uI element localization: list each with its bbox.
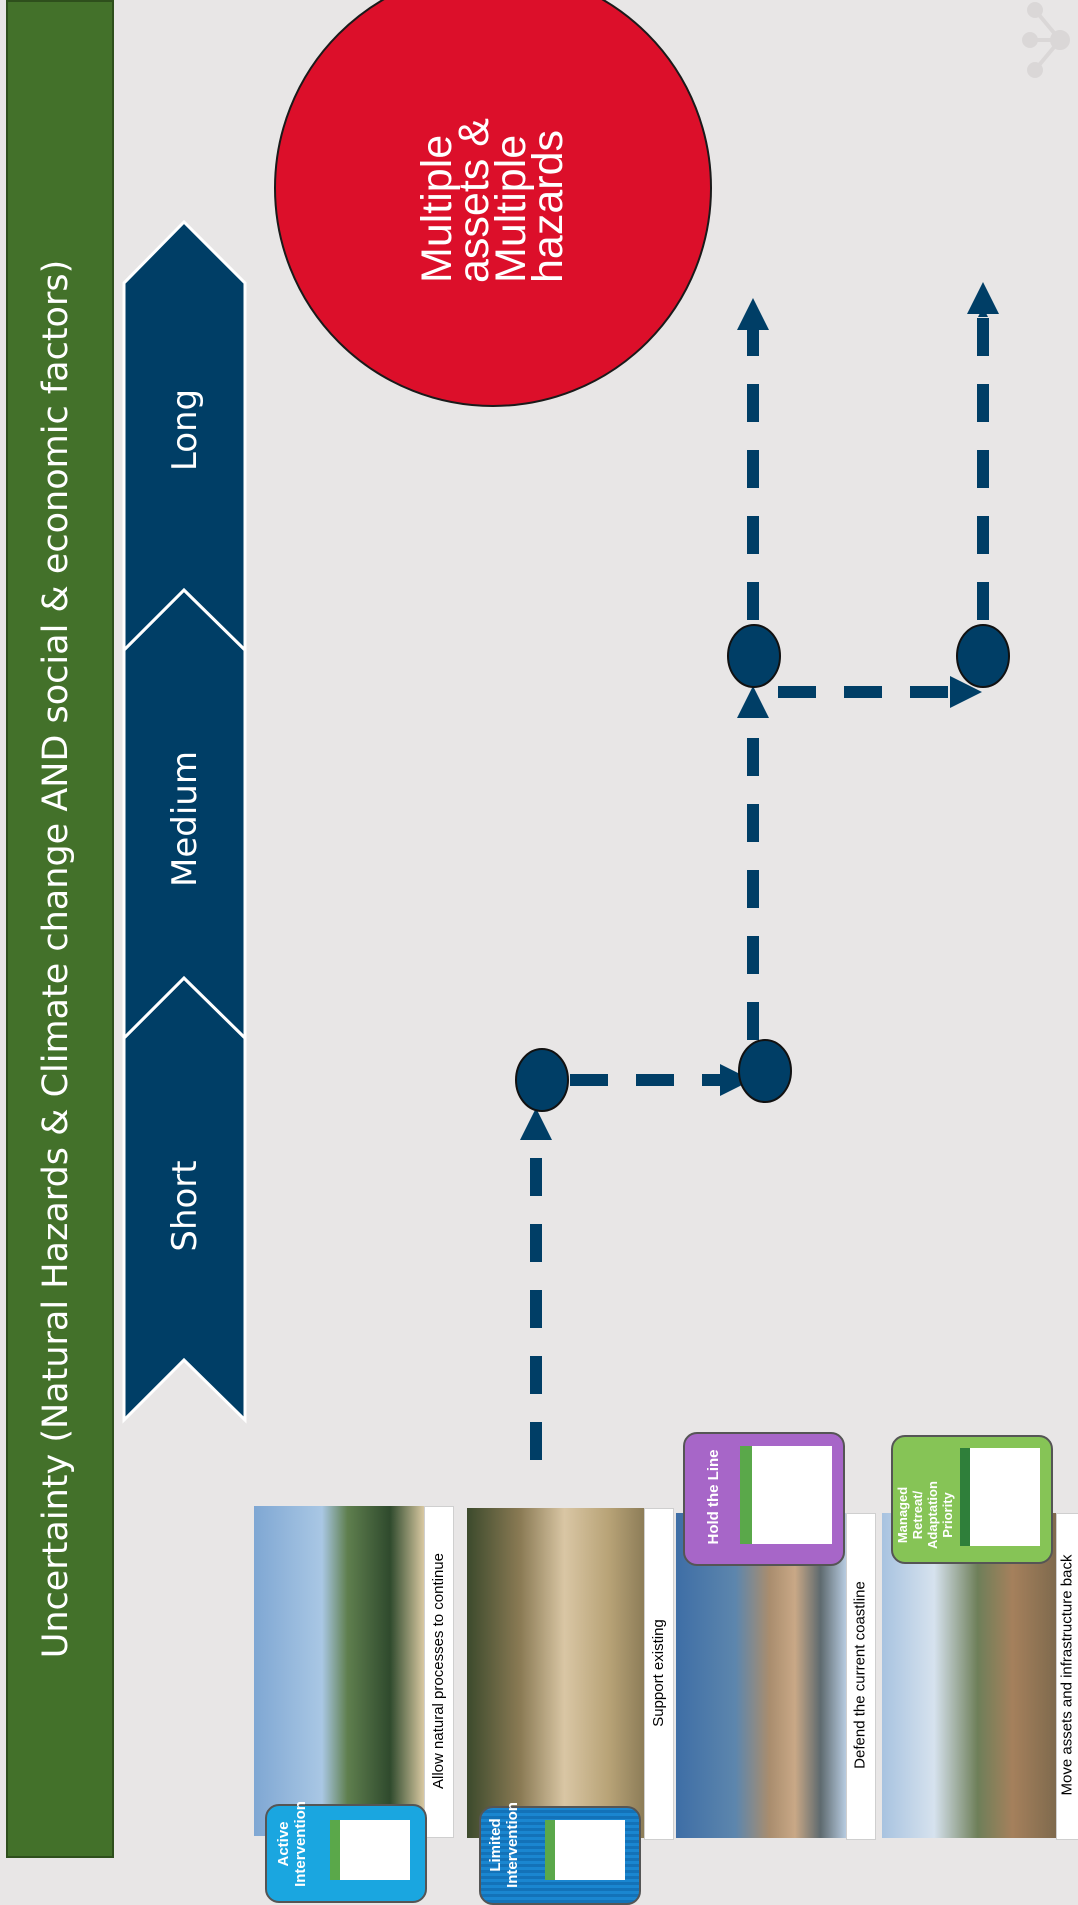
corner-ornament-icon: [1024, 4, 1068, 76]
house-icon: [960, 1448, 1040, 1546]
timeline-label-long: Long: [165, 350, 205, 510]
option-caption-support-text: Support existing: [644, 1508, 672, 1838]
house-icon: [740, 1446, 832, 1544]
decision-node: [516, 1049, 568, 1111]
house-icon: [330, 1820, 410, 1880]
option-caption-retreat-text: Move assets and infrastructure back: [1053, 1513, 1078, 1838]
badge-active-intervention-label: Active Intervention: [273, 1804, 311, 1884]
timeline-label-short: Short: [165, 1126, 205, 1286]
decision-node: [739, 1040, 791, 1102]
option-photo-support: [467, 1508, 644, 1838]
option-caption-natural-text: Allow natural processes to continue: [424, 1506, 452, 1836]
house-icon: [545, 1820, 625, 1880]
timeline-label-medium: Medium: [165, 739, 205, 899]
goal-circle-label: Multiple assets & Multiple hazards: [475, 38, 511, 338]
option-caption-hold-text: Defend the current coastline: [846, 1513, 874, 1838]
badge-managed-retreat-label: Managed Retreat/ Adaptation Priority: [890, 1465, 960, 1565]
option-photo-natural: [254, 1506, 424, 1836]
badge-hold-the-line-label: Hold the Line: [701, 1437, 725, 1557]
decision-node: [728, 625, 780, 687]
decision-node: [957, 625, 1009, 687]
badge-limited-intervention-label: Limited Intervention: [485, 1805, 523, 1885]
